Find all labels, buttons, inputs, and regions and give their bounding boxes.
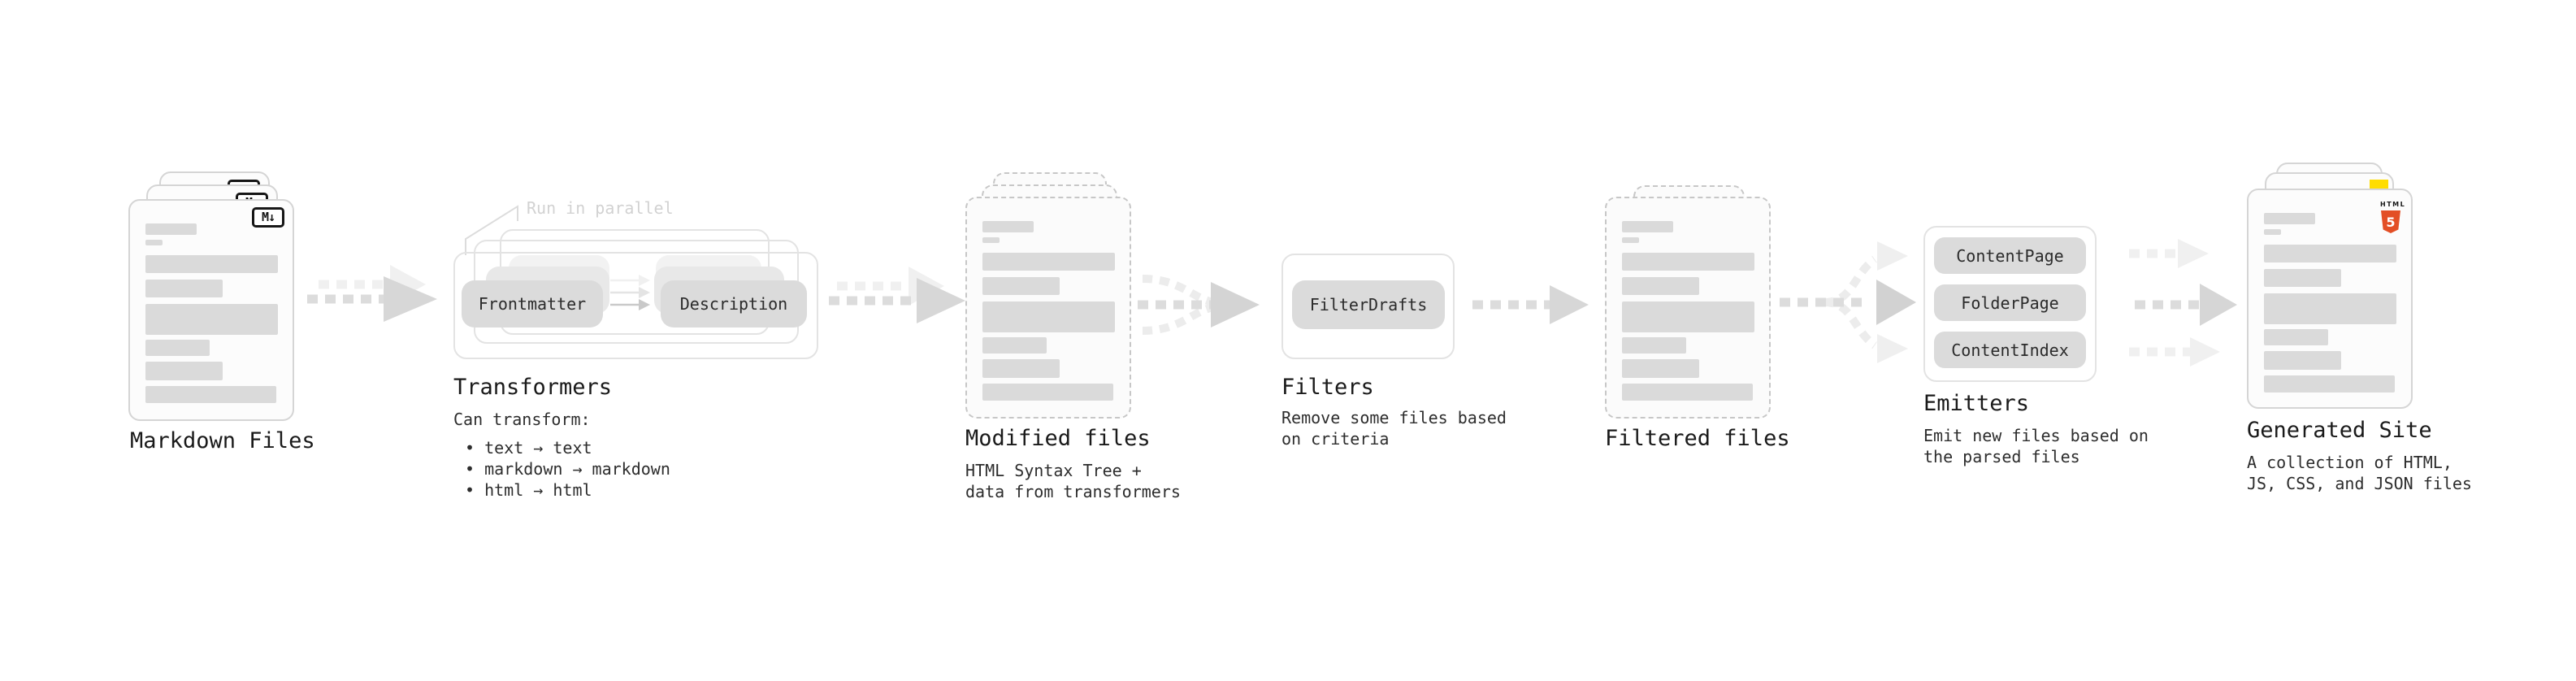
content-line-bar <box>2264 293 2396 324</box>
generated-site-label: Generated Site <box>2247 418 2432 443</box>
content-line-bar <box>145 240 163 245</box>
arrow-modified-to-filters-merge <box>1138 275 1260 335</box>
transformers-box-front <box>453 252 818 359</box>
generated-site-description: A collection of HTML, JS, CSS, and JSON … <box>2247 452 2472 494</box>
content-line-bar <box>1622 237 1639 243</box>
content-line-bar <box>1622 337 1686 354</box>
content-line-bar <box>1622 359 1699 378</box>
desc-bullet: • markdown → markdown <box>465 459 670 479</box>
content-line-bar <box>982 237 1000 243</box>
filter-pill-filterdrafts: FilterDrafts <box>1292 280 1445 329</box>
transformer-pill-frontmatter: Frontmatter <box>462 280 603 327</box>
transformers-description: Can transform: • text → text • markdown … <box>453 409 670 501</box>
content-line-bar <box>2264 329 2328 345</box>
desc-line: Remove some files based <box>1281 408 1507 427</box>
content-line-bar <box>2264 375 2395 393</box>
emitter-pill-contentindex: ContentIndex <box>1934 332 2086 368</box>
run-in-parallel-callout-line <box>465 205 518 255</box>
content-line-bar <box>982 359 1060 378</box>
desc-line: A collection of HTML, <box>2247 453 2452 472</box>
markdown-icon: M↓ <box>252 207 284 228</box>
filtered-file-card-front <box>1605 197 1771 419</box>
html5-icon: HTML 5 <box>2380 194 2405 233</box>
arrow-emitters-to-generated <box>2129 239 2237 367</box>
content-line-bar <box>1622 277 1699 295</box>
content-line-bar <box>145 386 276 403</box>
content-line-bar <box>1622 384 1753 401</box>
js-icon <box>2370 180 2388 189</box>
content-line-bar <box>2264 269 2341 287</box>
transformer-pill-description: Description <box>661 280 807 327</box>
desc-bullet: • text → text <box>465 438 592 458</box>
desc-bullet: • html → html <box>465 480 592 500</box>
generated-file-card-front: HTML 5 <box>2247 189 2413 409</box>
content-line-bar <box>145 223 197 235</box>
content-line-bar <box>145 280 223 297</box>
content-line-bar <box>145 340 210 356</box>
content-line-bar <box>982 337 1047 354</box>
content-line-bar <box>145 304 278 335</box>
content-line-bar <box>982 301 1115 332</box>
run-in-parallel-annotation: Run in parallel <box>527 198 674 218</box>
emitters-box <box>1923 226 2097 382</box>
desc-line: HTML Syntax Tree + <box>965 461 1142 480</box>
filtered-files-label: Filtered files <box>1605 426 1790 451</box>
markdown-files-label: Markdown Files <box>130 428 315 453</box>
emitter-pill-contentpage: ContentPage <box>1934 237 2086 274</box>
content-line-bar <box>2264 351 2341 370</box>
content-line-bar <box>982 253 1115 271</box>
markdown-file-card-front: M↓ <box>128 199 294 421</box>
content-line-bar <box>982 277 1060 295</box>
desc-line: data from transformers <box>965 482 1181 501</box>
content-line-bar <box>2264 213 2315 224</box>
arrow-filtered-to-emitters-split <box>1780 241 1916 363</box>
modified-files-description: HTML Syntax Tree + data from transformer… <box>965 460 1181 502</box>
filters-box <box>1281 254 1455 359</box>
desc-line: the parsed files <box>1923 447 2080 466</box>
doc-content-lines <box>145 201 284 419</box>
desc-line: on criteria <box>1281 429 1390 449</box>
content-line-bar <box>982 384 1113 401</box>
doc-content-lines <box>2264 190 2403 407</box>
parallel-mini-arrows <box>610 275 650 310</box>
transformers-label: Transformers <box>453 375 613 400</box>
modified-file-card-front <box>965 197 1131 419</box>
content-line-bar <box>1622 301 1754 332</box>
desc-line: Can transform: <box>453 410 591 429</box>
doc-content-lines <box>1622 198 1761 417</box>
html5-icon-shield: 5 <box>2381 210 2400 233</box>
content-line-bar <box>1622 221 1673 232</box>
content-line-bar <box>2264 245 2396 262</box>
content-line-bar <box>1622 253 1754 271</box>
content-line-bar <box>2264 229 2281 235</box>
emitter-pill-folderpage: FolderPage <box>1934 284 2086 321</box>
filters-label: Filters <box>1281 375 1374 400</box>
content-line-bar <box>982 221 1034 232</box>
html5-icon-word: HTML <box>2380 201 2406 208</box>
filters-description: Remove some files based on criteria <box>1281 407 1507 449</box>
desc-line: JS, CSS, and JSON files <box>2247 474 2472 493</box>
arrow-filters-to-filtered <box>1472 285 1589 324</box>
html5-icon-digit: 5 <box>2386 214 2396 230</box>
modified-files-label: Modified files <box>965 426 1151 451</box>
arrow-transformers-to-modified <box>829 267 965 323</box>
emitters-description: Emit new files based on the parsed files <box>1923 425 2149 467</box>
content-line-bar <box>145 362 223 380</box>
content-line-bar <box>145 255 278 273</box>
emitters-label: Emitters <box>1923 391 2030 416</box>
desc-line: Emit new files based on <box>1923 426 2149 445</box>
arrow-markdown-to-transformers <box>307 265 437 322</box>
doc-content-lines <box>982 198 1121 417</box>
